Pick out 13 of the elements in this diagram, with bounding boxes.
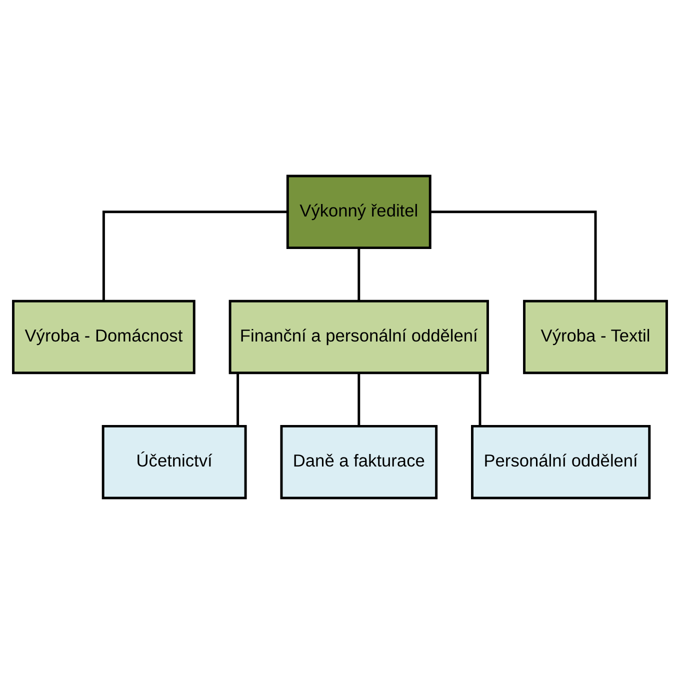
connector xyxy=(236,372,240,426)
node-box: Výroba - Domácnost xyxy=(12,299,196,374)
node-box: Výkonný ředitel xyxy=(286,174,432,249)
node-box: Účetnictví xyxy=(102,424,247,499)
connector xyxy=(102,210,288,300)
node-box: Personální oddělení xyxy=(471,424,651,499)
connector xyxy=(478,372,482,426)
connector xyxy=(358,248,360,300)
connector xyxy=(358,372,360,426)
node-box: Finanční a personální oddělení xyxy=(228,299,489,374)
node-box: Výroba - Textil xyxy=(523,299,668,374)
connector xyxy=(430,210,597,300)
node-box: Daně a fakturace xyxy=(280,424,438,499)
